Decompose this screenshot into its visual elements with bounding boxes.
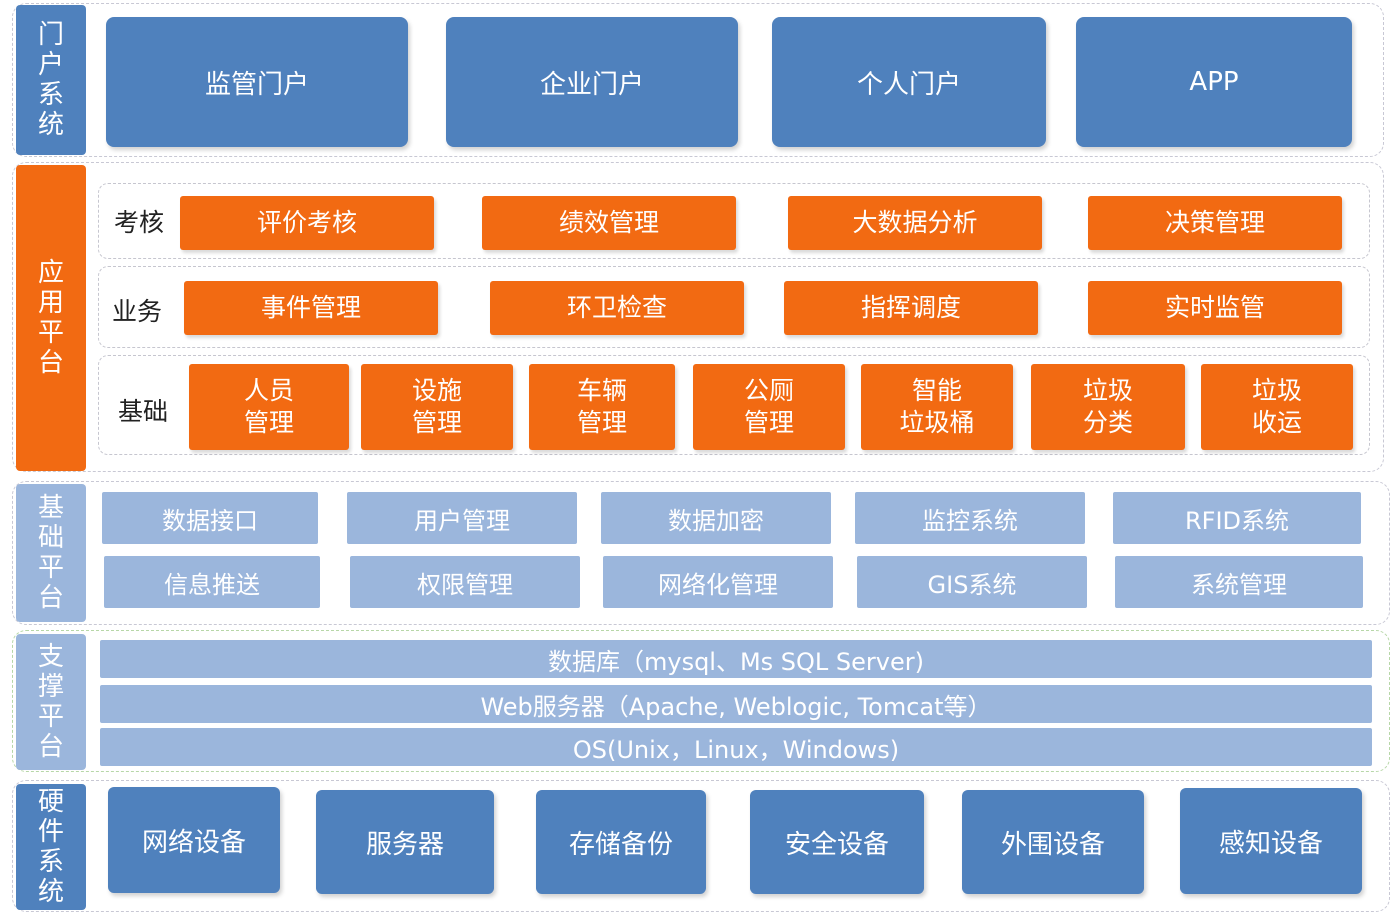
app-sanitation-inspection[interactable]: 环卫检查: [490, 281, 744, 335]
app-smart-bins-label: 智能 垃圾桶: [899, 376, 975, 437]
app-sanitation-inspection-label: 环卫检查: [566, 293, 667, 322]
hw-security-devices[interactable]: 安全设备: [750, 790, 924, 894]
hw-servers[interactable]: 服务器: [316, 790, 494, 894]
base-layer-label-text: 基础平台: [38, 493, 65, 613]
app-realtime-monitor[interactable]: 实时监管: [1088, 281, 1342, 335]
application-layer-frame: [12, 162, 1384, 472]
base-gis-system-label: GIS系统: [927, 570, 1017, 599]
hw-storage-backup[interactable]: 存储备份: [536, 790, 706, 894]
hw-sensing-devices[interactable]: 感知设备: [1180, 788, 1362, 894]
base-system-management[interactable]: 系统管理: [1115, 556, 1363, 608]
assessment-row-label: 考核: [113, 208, 164, 237]
portal-regulatory-label: 监管门户: [204, 69, 309, 100]
support-os-label: OS(Unix，Linux，Windows): [572, 735, 900, 764]
hw-network-devices[interactable]: 网络设备: [108, 787, 280, 893]
hardware-layer-label: 硬件系统: [16, 784, 86, 910]
app-events-label: 事件管理: [260, 293, 361, 322]
app-facilities-label: 设施 管理: [411, 376, 462, 437]
hw-storage-backup-label: 存储备份: [568, 829, 673, 860]
hw-peripheral-devices-label: 外围设备: [1000, 829, 1105, 860]
support-database[interactable]: 数据库（mysql、Ms SQL Server): [100, 640, 1372, 678]
portal-enterprise[interactable]: 企业门户: [446, 17, 738, 147]
base-user-management-label: 用户管理: [414, 506, 510, 535]
business-row-label: 业务: [111, 297, 162, 326]
portal-layer-label: 门户系统: [16, 5, 86, 155]
app-waste-collection-label: 垃圾 收运: [1251, 376, 1302, 437]
app-bigdata-label: 大数据分析: [852, 208, 978, 237]
base-layer-frame: [12, 481, 1390, 625]
app-performance-label: 绩效管理: [558, 208, 659, 237]
base-gis-system[interactable]: GIS系统: [857, 556, 1087, 608]
app-dispatch-label: 指挥调度: [860, 293, 961, 322]
support-layer-label-text: 支撑平台: [38, 642, 65, 762]
foundation-row-frame: [98, 355, 1370, 455]
app-decision[interactable]: 决策管理: [1088, 196, 1342, 250]
app-dispatch[interactable]: 指挥调度: [784, 281, 1038, 335]
base-data-interface-label: 数据接口: [162, 506, 258, 535]
base-data-encryption[interactable]: 数据加密: [601, 492, 831, 544]
portal-personal-label: 个人门户: [856, 69, 961, 100]
base-grid-management-label: 网络化管理: [658, 570, 778, 599]
base-user-management[interactable]: 用户管理: [347, 492, 577, 544]
app-evaluation[interactable]: 评价考核: [180, 196, 434, 250]
hardware-layer-frame: [12, 780, 1390, 912]
app-waste-sorting[interactable]: 垃圾 分类: [1031, 364, 1185, 450]
app-decision-label: 决策管理: [1164, 208, 1265, 237]
app-vehicles-label: 车辆 管理: [576, 376, 627, 437]
app-toilets-label: 公厕 管理: [743, 376, 794, 437]
base-rfid-system[interactable]: RFID系统: [1113, 492, 1361, 544]
support-web-server[interactable]: Web服务器（Apache, Weblogic, Tomcat等）: [100, 685, 1372, 723]
support-layer-label: 支撑平台: [16, 634, 86, 770]
base-grid-management[interactable]: 网络化管理: [603, 556, 833, 608]
hw-sensing-devices-label: 感知设备: [1218, 828, 1323, 859]
app-bigdata[interactable]: 大数据分析: [788, 196, 1042, 250]
app-performance[interactable]: 绩效管理: [482, 196, 736, 250]
portal-regulatory[interactable]: 监管门户: [106, 17, 408, 147]
base-info-push[interactable]: 信息推送: [104, 556, 320, 608]
assessment-row-frame: [98, 183, 1370, 259]
portal-layer-label-text: 门户系统: [38, 20, 65, 140]
portal-app-label: APP: [1189, 67, 1239, 97]
app-toilets[interactable]: 公厕 管理: [693, 364, 845, 450]
base-info-push-label: 信息推送: [164, 570, 260, 599]
base-monitoring-system-label: 监控系统: [922, 506, 1018, 535]
hw-peripheral-devices[interactable]: 外围设备: [962, 790, 1144, 894]
app-evaluation-label: 评价考核: [256, 208, 357, 237]
hardware-layer-label-text: 硬件系统: [38, 787, 65, 907]
base-rfid-system-label: RFID系统: [1184, 506, 1290, 535]
portal-personal[interactable]: 个人门户: [772, 17, 1046, 147]
base-monitoring-system[interactable]: 监控系统: [855, 492, 1085, 544]
portal-layer-frame: [12, 3, 1384, 157]
foundation-row-label: 基础: [117, 397, 168, 426]
app-vehicles[interactable]: 车辆 管理: [529, 364, 675, 450]
base-data-encryption-label: 数据加密: [668, 506, 764, 535]
app-waste-sorting-label: 垃圾 分类: [1082, 376, 1133, 437]
app-realtime-monitor-label: 实时监管: [1164, 293, 1265, 322]
support-web-server-label: Web服务器（Apache, Weblogic, Tomcat等）: [480, 692, 992, 721]
app-personnel-label: 人员 管理: [243, 376, 294, 437]
base-permission-management[interactable]: 权限管理: [350, 556, 580, 608]
hw-network-devices-label: 网络设备: [141, 827, 246, 858]
support-os[interactable]: OS(Unix，Linux，Windows): [100, 728, 1372, 766]
application-layer-label: 应用平台: [16, 165, 86, 471]
hw-servers-label: 服务器: [365, 829, 444, 860]
business-row-frame: [98, 266, 1370, 348]
application-layer-label-text: 应用平台: [38, 258, 65, 378]
app-waste-collection[interactable]: 垃圾 收运: [1201, 364, 1353, 450]
app-personnel[interactable]: 人员 管理: [189, 364, 349, 450]
app-smart-bins[interactable]: 智能 垃圾桶: [861, 364, 1013, 450]
support-database-label: 数据库（mysql、Ms SQL Server): [547, 647, 925, 676]
app-facilities[interactable]: 设施 管理: [361, 364, 513, 450]
base-permission-management-label: 权限管理: [417, 570, 513, 599]
portal-enterprise-label: 企业门户: [539, 69, 644, 100]
portal-app[interactable]: APP: [1076, 17, 1352, 147]
support-layer-frame: [12, 630, 1390, 772]
hw-security-devices-label: 安全设备: [784, 829, 889, 860]
base-data-interface[interactable]: 数据接口: [102, 492, 318, 544]
base-layer-label: 基础平台: [16, 484, 86, 622]
base-system-management-label: 系统管理: [1191, 570, 1287, 599]
app-events[interactable]: 事件管理: [184, 281, 438, 335]
